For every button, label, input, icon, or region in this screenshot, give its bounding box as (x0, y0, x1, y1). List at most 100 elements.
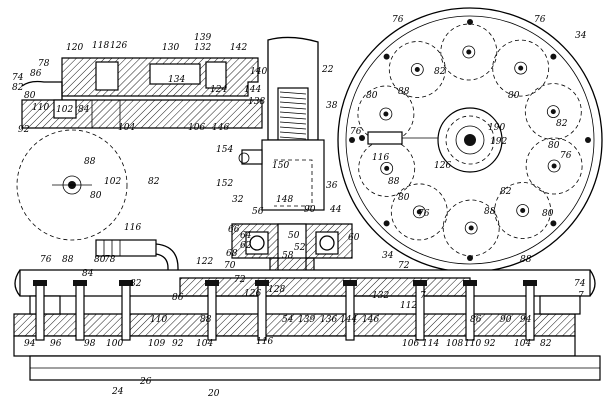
wheel-hub-center (464, 134, 476, 146)
left-block (29, 295, 61, 315)
ref-label-139: 139 (194, 33, 211, 43)
upper-left-plate (21, 99, 263, 129)
wheel-subunit-center (468, 225, 474, 231)
ref-label-144: 144 (244, 85, 261, 95)
ref-label-58: 58 (282, 251, 294, 261)
upper-left-recess (53, 99, 77, 119)
upper-left-pocket (95, 61, 119, 91)
ref-label-140: 140 (250, 67, 267, 77)
ref-label-106: 106 (402, 339, 419, 349)
ref-label-84: 84 (82, 269, 94, 279)
wheel-subunit-hub (410, 63, 424, 76)
wheel-subunit-outline (358, 139, 416, 197)
ref-label-112: 112 (400, 301, 417, 311)
wheel-subunit-hub (514, 61, 528, 75)
elbow-bend-inner (155, 253, 169, 276)
wheel-nozzle-tip (359, 135, 365, 141)
ref-label-154: 154 (216, 145, 233, 155)
ref-label-102: 102 (104, 177, 121, 187)
shaft-upper (267, 36, 319, 141)
ref-label-36: 36 (326, 181, 338, 191)
ref-label-76: 76 (534, 15, 546, 25)
ref-label-90: 90 (500, 315, 512, 325)
wheel-subunit-hub (462, 45, 476, 59)
wheel-rim-bolt (383, 220, 390, 227)
shaft-thread-window (277, 87, 309, 141)
ref-label-80: 80 (366, 91, 378, 101)
thread-line (279, 126, 307, 130)
thread-line (279, 136, 307, 140)
wheel-rim-bolt (383, 53, 390, 60)
left-end-curve (14, 269, 21, 297)
wheel (337, 7, 603, 273)
wheel-subunit-center (466, 49, 472, 55)
wheel-nozzle-body (367, 131, 403, 145)
ref-label-68: 68 (226, 249, 238, 259)
ref-label-142: 142 (230, 43, 247, 53)
ref-label-88: 88 (200, 315, 212, 325)
base-bolt-head (73, 280, 87, 286)
ref-label-88: 88 (84, 157, 96, 167)
base-bolt (75, 283, 85, 341)
ref-label-124: 124 (210, 85, 227, 95)
wheel-hub-dashed (445, 115, 495, 165)
upper-left-section (21, 57, 263, 129)
right-end-curve (589, 269, 596, 297)
thread-line (279, 111, 307, 115)
ref-label-52: 52 (294, 243, 306, 253)
ref-label-122: 122 (196, 257, 213, 267)
side-fitting (241, 149, 263, 165)
ref-label-34: 34 (575, 31, 587, 41)
ref-label-22: 22 (321, 65, 334, 75)
ref-label-78: 78 (104, 255, 116, 265)
ref-label-76: 76 (350, 127, 362, 137)
ref-label-50: 50 (288, 231, 300, 241)
ref-label-110: 110 (464, 339, 481, 349)
ref-label-146: 146 (212, 123, 229, 133)
ref-label-109: 109 (148, 339, 165, 349)
lower-assembly (13, 269, 601, 381)
wheel-subunit-outline (440, 23, 498, 81)
elbow-bend (155, 243, 179, 276)
thread-line (279, 96, 307, 100)
ref-label-138: 138 (248, 97, 265, 107)
ref-label-132: 132 (372, 291, 389, 301)
ref-label-60: 60 (348, 233, 360, 243)
wheel-subunit-hub (516, 204, 530, 217)
ref-label-96: 96 (50, 339, 62, 349)
ref-label-76: 76 (560, 151, 572, 161)
base-bolt-head (33, 280, 47, 286)
ref-label-80: 80 (548, 141, 560, 151)
thread-line (279, 101, 307, 105)
wheel-hub-inner (455, 125, 485, 155)
wheel-rim-bolt (550, 53, 557, 60)
bearing-left-ball (249, 235, 265, 251)
base-bolt-head (205, 280, 219, 286)
ref-label-114: 114 (422, 339, 439, 349)
ref-label-190: 190 (488, 123, 505, 133)
wheel-rim-bolt (349, 137, 355, 143)
ref-label-106: 106 (188, 123, 205, 133)
wheel-rim-bolt (467, 19, 473, 25)
wheel-inner-rim (345, 15, 595, 265)
wheel-subunit-center (551, 163, 557, 169)
thread-line (279, 121, 307, 125)
ref-label-90: 90 (304, 205, 316, 215)
upper-right-pocket (205, 61, 227, 89)
ref-label-118: 118 (92, 41, 109, 51)
ref-label-88: 88 (484, 207, 496, 217)
ref-label-132: 132 (194, 43, 211, 53)
wheel-subunit-hub (546, 105, 560, 118)
ref-label-26: 26 (139, 377, 152, 387)
ref-label-82: 82 (434, 67, 446, 77)
wheel-subunit-center (384, 165, 390, 171)
upper-left-cavity (149, 63, 201, 85)
elbow-nozzle-body (95, 239, 157, 257)
ref-label-150: 150 (272, 161, 289, 171)
ref-label-82: 82 (148, 177, 160, 187)
wheel-subunit-outline (525, 137, 583, 195)
thread-line (279, 106, 307, 110)
ref-label-102: 102 (56, 105, 73, 115)
